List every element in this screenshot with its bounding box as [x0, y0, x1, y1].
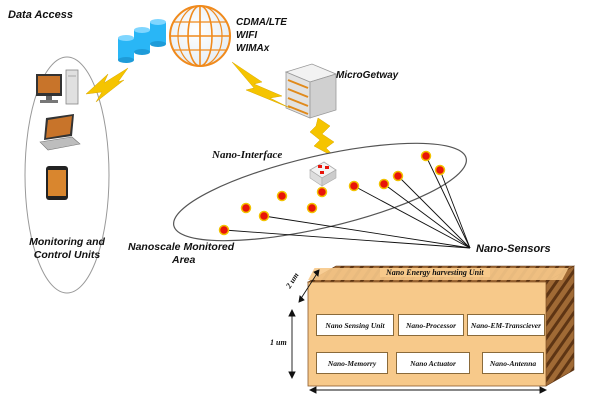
nano-actuator-box: Nano Actuator — [396, 352, 470, 374]
nano-interface-chip-icon — [309, 161, 337, 187]
network-types-label: CDMA/LTE WIFI WIMAx — [236, 16, 287, 55]
nano-sensor-node — [378, 178, 390, 190]
micro-gateway-server-icon — [284, 63, 338, 119]
sensor-links — [223, 155, 471, 249]
energy-harvesting-label: Nano Energy harvesting Unit — [380, 268, 490, 277]
lightning-link-icon — [231, 61, 291, 109]
nano-sensor-node — [218, 224, 230, 236]
nano-sensors-label: Nano-Sensors — [476, 243, 551, 255]
database-icon — [118, 19, 166, 63]
nano-sensor-node — [240, 202, 252, 214]
micro-gateway-label: MicroGetway — [336, 70, 399, 81]
network-type-wimax: WIMAx — [236, 43, 270, 54]
network-type-cdma-lte: CDMA/LTE — [236, 17, 287, 28]
monitored-area-line1: Nanoscale Monitored — [128, 241, 235, 253]
nano-processor-box: Nano-Processor — [398, 314, 464, 336]
nano-node-side-face — [545, 265, 575, 387]
monitoring-label-line1: Monitoring and — [29, 236, 105, 248]
tablet-icon — [46, 166, 68, 200]
monitored-area-label: Nanoscale Monitored Area — [128, 241, 234, 267]
nano-em-transceiver-box: Nano-EM-Transciever — [467, 314, 545, 336]
network-type-wifi: WIFI — [236, 30, 258, 41]
desktop-computer-icon — [36, 69, 79, 105]
monitored-area-line2: Area — [172, 254, 196, 266]
monitoring-units-label: Monitoring and Control Units — [10, 236, 124, 262]
monitoring-label-line2: Control Units — [33, 249, 101, 261]
nano-sensor-node — [258, 210, 270, 222]
laptop-icon — [39, 114, 81, 151]
globe-icon — [169, 5, 231, 67]
dimension-arrows — [288, 269, 548, 394]
nano-sensor-node — [316, 186, 328, 198]
nano-sensing-unit-box: Nano Sensing Unit — [316, 314, 394, 336]
nano-sensor-node — [348, 180, 360, 192]
nano-interface-label: Nano-Interface — [212, 149, 283, 161]
nano-sensor-node — [306, 202, 318, 214]
nano-sensor-node — [276, 190, 288, 202]
nano-memory-box: Nano-Memorry — [316, 352, 388, 374]
lightning-link-icon — [85, 67, 129, 103]
monitoring-units-ellipse — [24, 56, 110, 294]
nano-sensor-node — [434, 164, 446, 176]
nano-sensor-node — [392, 170, 404, 182]
data-access-label: Data Access — [8, 9, 74, 21]
nano-sensor-node — [420, 150, 432, 162]
height-dimension-label: 1 um — [270, 338, 287, 347]
nano-sensor-nodes — [218, 150, 446, 236]
nano-antenna-box: Nano-Antenna — [482, 352, 544, 374]
